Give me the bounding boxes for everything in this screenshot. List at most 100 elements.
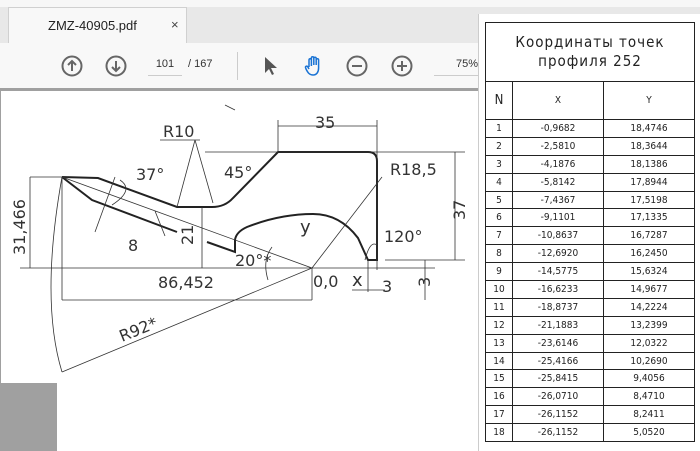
- cell-n: 17: [485, 405, 513, 425]
- cell-n: 7: [485, 226, 513, 246]
- cell-x: -21,1883: [512, 315, 604, 335]
- label-r92: R92*: [116, 313, 160, 345]
- cell-n: 4: [485, 172, 513, 192]
- cell-x: -25,8415: [512, 369, 604, 389]
- tab-title: ZMZ-40905.pdf: [48, 18, 137, 33]
- label-31-466: 31,466: [10, 199, 29, 255]
- cell-y: 16,2450: [603, 244, 695, 264]
- cell-y: 17,1335: [603, 208, 695, 228]
- cell-x: -26,0710: [512, 387, 604, 407]
- cell-n: 12: [485, 315, 513, 335]
- cell-n: 3: [485, 154, 513, 174]
- cell-n: 5: [485, 190, 513, 210]
- cell-x: -18,8737: [512, 297, 604, 317]
- cell-y: 8,2411: [603, 405, 695, 425]
- label-3-horizontal: 3: [382, 277, 392, 296]
- divider: [237, 52, 238, 80]
- cell-n: 1: [485, 119, 513, 138]
- label-21: 21: [178, 225, 197, 245]
- label-x-axis: x: [352, 270, 363, 291]
- cell-y: 14,2224: [603, 297, 695, 317]
- table-title-line1: Координаты точек: [515, 33, 665, 51]
- zoom-level-input[interactable]: 75%: [434, 58, 478, 76]
- tab-document[interactable]: ZMZ-40905.pdf ×: [8, 7, 187, 43]
- cell-x: -25,4166: [512, 351, 604, 371]
- label-37: 37: [450, 200, 469, 220]
- cell-y: 5,0520: [603, 423, 695, 443]
- cell-y: 18,3644: [603, 136, 695, 156]
- cell-n: 10: [485, 280, 513, 299]
- cell-n: 18: [485, 423, 513, 443]
- cell-x: -26,1152: [512, 423, 604, 443]
- zoom-out-icon[interactable]: [346, 55, 368, 77]
- cell-x: -12,6920: [512, 244, 604, 264]
- cell-y: 9,4056: [603, 369, 695, 389]
- prev-page-icon[interactable]: [61, 55, 83, 77]
- label-37deg: 37°: [136, 165, 164, 184]
- cell-n: 9: [485, 262, 513, 282]
- label-y-axis: y: [300, 217, 311, 238]
- cell-x: -2,5810: [512, 136, 604, 156]
- zoom-in-icon[interactable]: [391, 55, 413, 77]
- table-title-line2: профиля 252: [538, 52, 642, 70]
- cell-x: -10,8637: [512, 226, 604, 246]
- cell-n: 16: [485, 387, 513, 407]
- page-number-input[interactable]: 101: [148, 58, 182, 76]
- cell-x: -7,4367: [512, 190, 604, 210]
- label-3-vertical: 3: [415, 277, 434, 287]
- cell-x: -16,6233: [512, 280, 604, 299]
- cell-x: -5,8142: [512, 172, 604, 192]
- cell-n: 15: [485, 369, 513, 389]
- header-x: X: [512, 81, 604, 120]
- label-r10: R10: [163, 122, 194, 141]
- cell-y: 13,2399: [603, 315, 695, 335]
- label-86-452: 86,452: [158, 273, 214, 292]
- cell-y: 17,5198: [603, 190, 695, 210]
- cell-x: -4,1876: [512, 154, 604, 174]
- select-tool-icon[interactable]: [260, 55, 282, 77]
- cell-y: 15,6324: [603, 262, 695, 282]
- label-120deg: 120°: [384, 227, 423, 246]
- label-8: 8: [128, 236, 138, 255]
- label-origin: 0,0: [313, 272, 338, 291]
- label-45deg: 45°: [224, 163, 252, 182]
- cell-y: 18,4746: [603, 119, 695, 138]
- header-y: Y: [603, 81, 695, 120]
- cell-y: 17,8944: [603, 172, 695, 192]
- label-20deg: 20°*: [235, 251, 271, 270]
- profile-drawing: R10 35 45° 37° R18,5 37 31,466 8 21 y 12…: [10, 104, 469, 373]
- cell-n: 13: [485, 333, 513, 353]
- cell-y: 12,0322: [603, 333, 695, 353]
- hand-tool-icon[interactable]: [303, 55, 325, 77]
- cell-n: 11: [485, 297, 513, 317]
- cell-y: 14,9677: [603, 280, 695, 299]
- cell-n: 2: [485, 136, 513, 156]
- cell-x: -26,1152: [512, 405, 604, 425]
- page-total: / 167: [188, 58, 213, 70]
- cell-y: 10,2690: [603, 351, 695, 371]
- cell-x: -0,9682: [512, 119, 604, 138]
- header-n: N: [485, 81, 513, 120]
- close-icon[interactable]: ×: [171, 17, 179, 32]
- cell-n: 8: [485, 244, 513, 264]
- cell-y: 18,1386: [603, 154, 695, 174]
- next-page-icon[interactable]: [105, 55, 127, 77]
